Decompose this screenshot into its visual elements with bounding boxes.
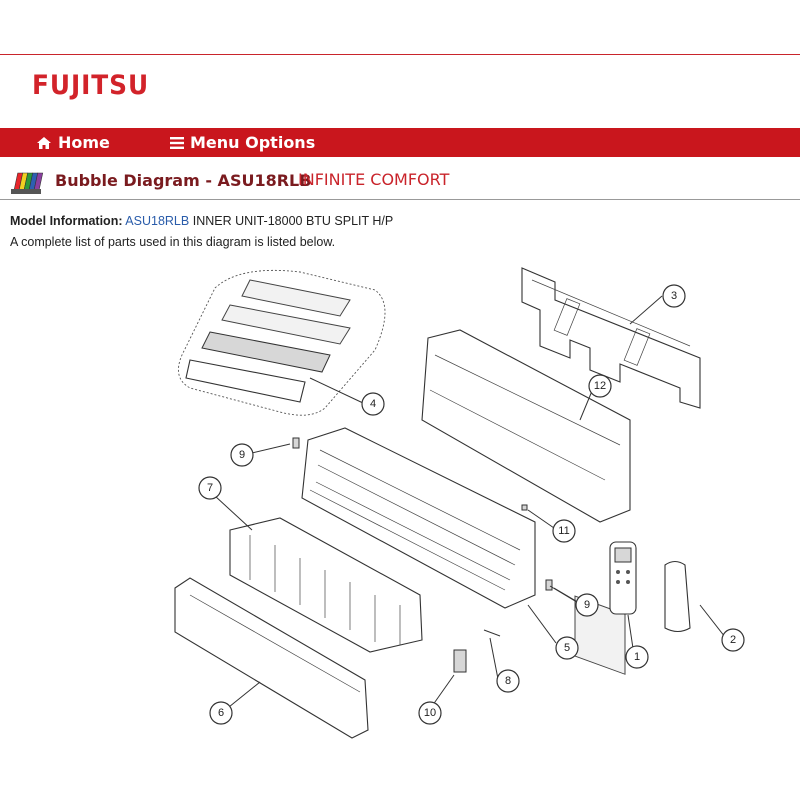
nav-menu-options-label: Menu Options [190,133,316,152]
callout-5[interactable]: 5 [555,636,579,660]
callout-10[interactable]: 10 [418,701,442,725]
callout-3[interactable]: 3 [662,284,686,308]
model-information: Model Information: ASU18RLB INNER UNIT-1… [10,214,393,228]
svg-text:12: 12 [594,380,606,392]
callout-4[interactable]: 4 [361,392,385,416]
title-divider [0,199,800,200]
svg-text:5: 5 [564,642,570,654]
callout-6[interactable]: 6 [209,701,233,725]
main-nav-bar: Home Menu Options [0,128,800,157]
screw-cap-part [292,437,300,449]
callout-9-top[interactable]: 9 [230,443,254,467]
top-divider [0,54,800,55]
fujitsu-logo[interactable]: FUJITSU [32,70,150,101]
nav-menu-options-button[interactable]: Menu Options [170,128,315,157]
callout-12[interactable]: 12 [588,374,612,398]
mounting-plate-part [521,267,701,409]
nav-home-label: Home [58,133,110,152]
page-subtitle: INFINITE COMFORT [298,170,450,189]
insulation-part [521,504,528,511]
model-info-label: Model Information: [10,214,123,228]
svg-text:1: 1 [634,651,640,663]
callout-11[interactable]: 11 [552,519,576,543]
svg-text:11: 11 [558,525,569,537]
callout-7[interactable]: 7 [198,476,222,500]
svg-text:9: 9 [239,449,245,461]
callout-8[interactable]: 8 [496,669,520,693]
svg-text:7: 7 [207,482,213,494]
sensor-part [453,649,467,673]
model-number-link[interactable]: ASU18RLB [125,214,190,228]
page-title: Bubble Diagram - ASU18RLB [55,171,312,190]
exploded-parts-diagram: 3 4 12 9 7 11 9 5 2 1 8 6 10 [174,267,745,739]
hamburger-menu-icon [170,136,184,149]
remote-holder-part [664,560,691,633]
air-filter-set-part [177,269,386,416]
front-chassis-part [301,427,536,609]
parts-list-description: A complete list of parts used in this di… [10,235,336,249]
callout-2[interactable]: 2 [721,628,745,652]
svg-text:6: 6 [218,707,224,719]
model-description: INNER UNIT-18000 BTU SPLIT H/P [192,214,394,228]
svg-text:8: 8 [505,675,511,687]
page-title-row: Bubble Diagram - ASU18RLB INFINITE COMFO… [0,166,800,198]
screw-cap-part-2 [545,579,553,591]
front-panel-part [174,577,369,739]
svg-text:4: 4 [370,398,376,410]
svg-text:2: 2 [730,634,736,646]
svg-text:3: 3 [671,290,677,302]
svg-text:9: 9 [584,599,590,611]
nav-home-link[interactable]: Home [36,128,110,157]
remote-control-part [609,541,637,615]
clip-part [483,629,501,637]
callout-9-right[interactable]: 9 [575,593,599,617]
front-grille-part [229,517,423,653]
binders-icon [11,172,44,194]
callout-1[interactable]: 1 [625,645,649,669]
svg-text:10: 10 [424,707,436,719]
home-icon [37,136,51,149]
